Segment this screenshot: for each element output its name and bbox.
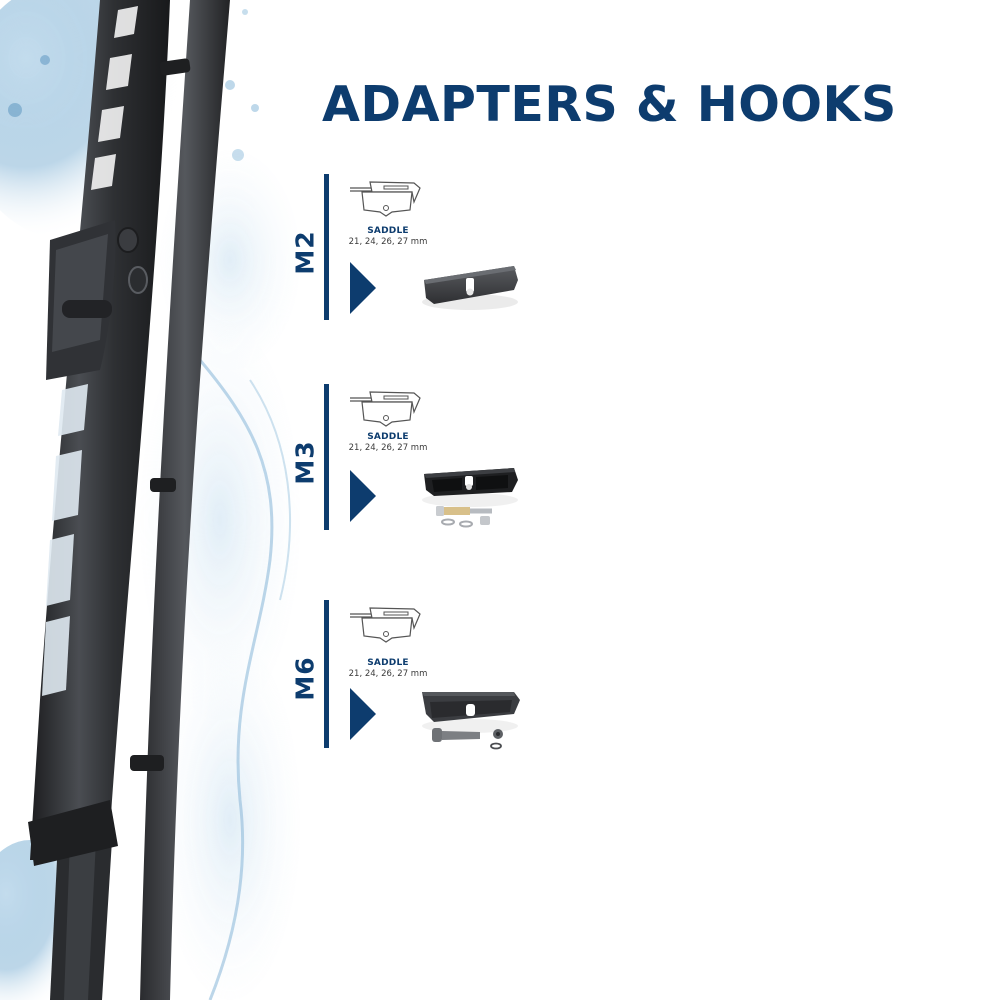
adapter-section-m3: M3 SADDLE 21, 24, 26, 27 mm xyxy=(290,384,540,544)
wiper-blade-illustration xyxy=(0,0,300,1000)
triangle-arrow-icon xyxy=(350,688,376,740)
adapter-code-label: M6 xyxy=(290,655,320,701)
page-title: ADAPTERS & HOOKS xyxy=(322,76,897,133)
triangle-arrow-icon xyxy=(350,262,376,314)
triangle-arrow-icon xyxy=(350,470,376,522)
adapter-section-m6: M6 SADDLE 21, 24, 26, 27 mm xyxy=(290,600,540,760)
wiper-blade-hero-image xyxy=(0,0,330,1000)
section-divider-bar xyxy=(324,174,329,320)
adapter-type: SADDLE xyxy=(367,658,409,668)
section-divider-bar xyxy=(324,384,329,530)
adapter-code-label: M3 xyxy=(290,439,320,485)
section-divider-bar xyxy=(324,600,329,748)
adapter-sizes: 21, 24, 26, 27 mm xyxy=(348,237,428,247)
blade-rail xyxy=(140,0,230,1000)
saddle-line-drawing-icon xyxy=(350,607,421,643)
adapter-sizes: 21, 24, 26, 27 mm xyxy=(348,669,428,679)
adapter-label: SADDLE 21, 24, 26, 27 mm xyxy=(348,226,428,248)
saddle-line-drawing-icon xyxy=(350,181,421,217)
adapter-label: SADDLE 21, 24, 26, 27 mm xyxy=(348,658,428,680)
frame-windows xyxy=(91,6,138,190)
adapter-type: SADDLE xyxy=(367,432,409,442)
adapter-code-label: M2 xyxy=(290,229,320,275)
saddle-adapter-with-hardware-photo xyxy=(422,468,518,528)
adapter-section-m2: M2 SADDLE 21, 24, 26, 27 mm xyxy=(290,174,540,334)
adapter-sizes: 21, 24, 26, 27 mm xyxy=(348,443,428,453)
saddle-line-drawing-icon xyxy=(350,391,421,427)
saddle-adapter-photo xyxy=(422,266,518,310)
adapter-type: SADDLE xyxy=(367,226,409,236)
saddle-adapter-with-bolt-photo xyxy=(422,692,520,750)
adapter-label: SADDLE 21, 24, 26, 27 mm xyxy=(348,432,428,454)
